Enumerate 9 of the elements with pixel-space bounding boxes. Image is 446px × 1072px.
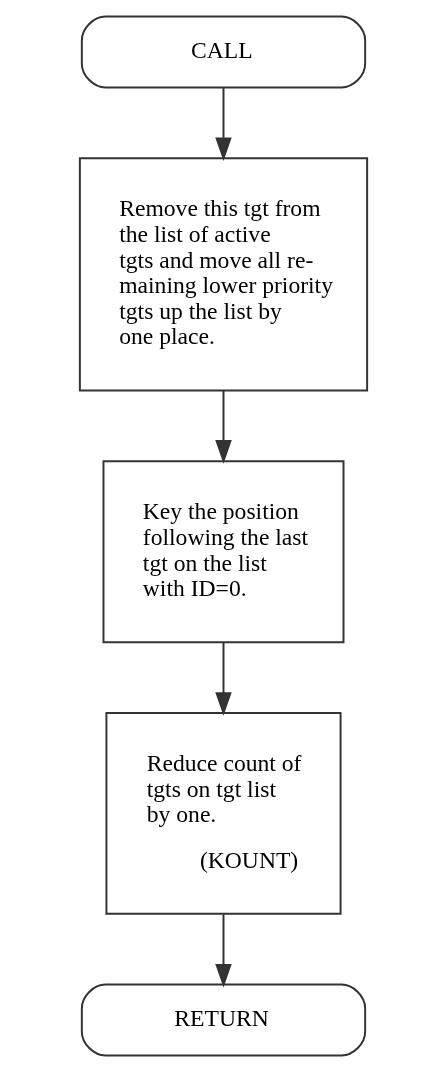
- node-box: CALL: [80, 15, 366, 89]
- arrow: [214, 913, 232, 988]
- node-box: RETURN: [80, 983, 366, 1057]
- node-box: Key the position following the last tgt on the list with ID=0.: [102, 460, 344, 644]
- node-box: Reduce count of tgts on tgt list by one. (KOUNT): [104, 712, 342, 915]
- node-box: Remove this tgt from the list of active tgts and move all re- maining lower priority tgts up the list by one place.: [78, 157, 368, 392]
- arrow: [214, 389, 232, 464]
- arrow: [214, 641, 232, 716]
- arrow: [214, 87, 232, 162]
